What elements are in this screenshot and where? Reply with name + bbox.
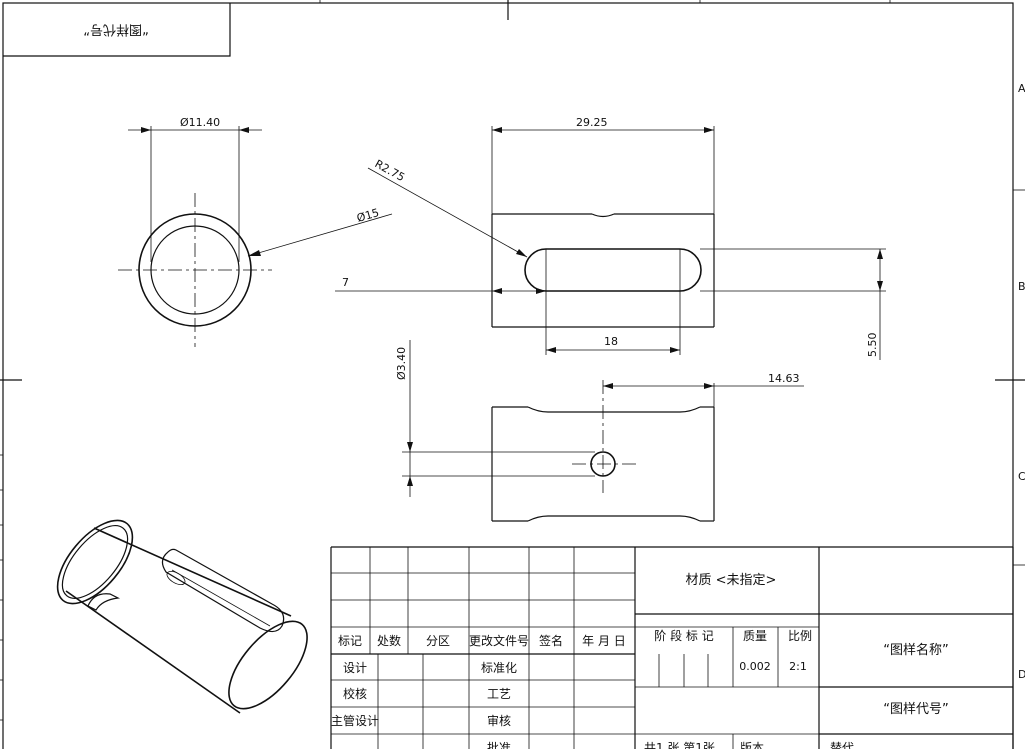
version-label: 版本 (740, 741, 764, 749)
rotated-code-box: “图样代号” (3, 3, 231, 57)
header-zone: 分区 (426, 634, 450, 648)
isometric-view (56, 519, 308, 714)
dim-dia-3-40: Ø3.40 (395, 347, 408, 380)
scale-label: 比例 (788, 629, 812, 643)
role-standardize: 标准化 (481, 661, 517, 675)
drawing-code: “图样代号” (883, 702, 948, 717)
left-view: Ø11.40 Ø15 (118, 116, 393, 347)
scale-value: 2:1 (789, 660, 807, 673)
role-review: 审核 (487, 713, 511, 728)
rotated-drawing-code: “图样代号” (83, 22, 148, 37)
header-change-doc: 更改文件号 (469, 633, 529, 648)
role-check: 校核 (343, 686, 367, 701)
zone-letter-d: D (1018, 668, 1025, 681)
dim-5-50: 5.50 (866, 333, 879, 358)
stage-mark-label: 阶 段 标 记 (654, 628, 713, 643)
zone-letter-a: A (1018, 82, 1025, 95)
mass-value: 0.002 (739, 660, 771, 673)
role-process: 工艺 (487, 687, 511, 701)
front-view: 29.25 R2.75 7 18 5.50 (335, 116, 886, 360)
dim-7: 7 (342, 276, 349, 289)
role-chief-design: 主管设计 (331, 713, 379, 728)
replace-label: 替代 (830, 741, 854, 749)
header-mark: 标记 (338, 634, 362, 648)
header-signature: 签名 (539, 633, 563, 648)
zone-letter-b: B (1018, 280, 1025, 293)
header-date: 年 月 日 (582, 634, 626, 648)
title-block (330, 546, 1014, 749)
dim-dia-15: Ø15 (355, 206, 380, 225)
zone-letter-c: C (1018, 470, 1025, 483)
role-design: 设计 (343, 661, 367, 675)
dim-29-25: 29.25 (576, 116, 608, 129)
material-text: 材质 <未指定> (686, 573, 777, 588)
top-view: Ø3.40 14.63 (395, 340, 804, 522)
role-approve: 批准 (487, 740, 511, 749)
drawing-name: “图样名称” (883, 642, 948, 658)
dim-dia-11-40: Ø11.40 (180, 116, 220, 129)
dim-18: 18 (604, 335, 618, 348)
dim-14-63: 14.63 (768, 372, 800, 385)
mass-label: 质量 (743, 629, 767, 643)
header-count: 处数 (377, 633, 401, 648)
sheet-info: 共1 张 第1张 (644, 741, 715, 749)
